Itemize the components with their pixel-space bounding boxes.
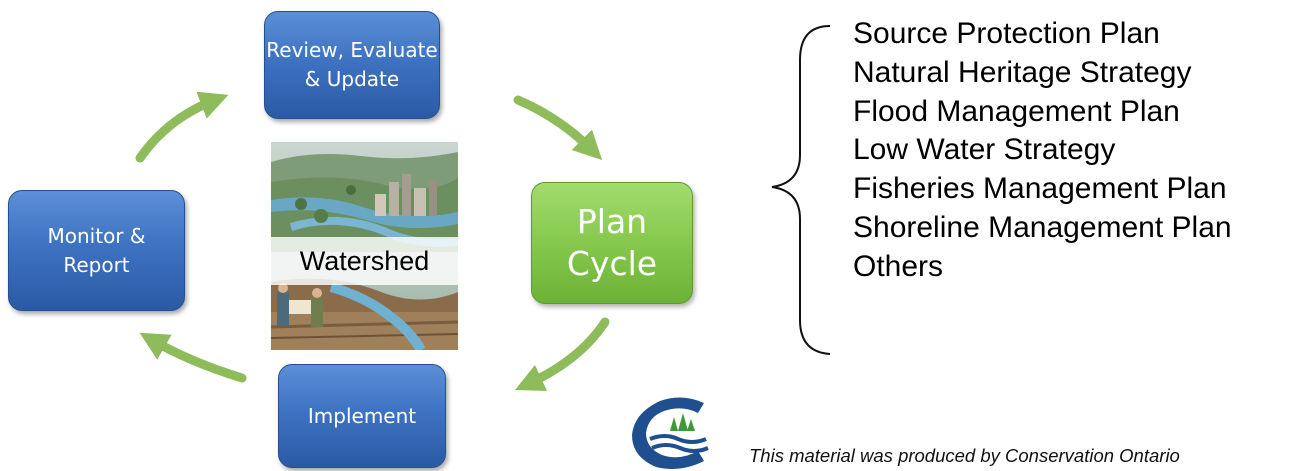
credit-text: This material was produced by Conservati… — [749, 445, 1180, 466]
arrow-implement-to-monitor — [139, 332, 247, 383]
review-evaluate-update-box: Review, Evaluate & Update — [264, 11, 440, 119]
list-item: Low Water Strategy — [853, 133, 1116, 167]
plan-list: Source Protection Plan Natural Heritage … — [853, 15, 1232, 287]
conservation-ontario-logo-icon — [632, 397, 709, 469]
list-item: Natural Heritage Strategy — [853, 55, 1192, 89]
list-item: Shoreline Management Plan — [853, 210, 1232, 244]
list-item: Flood Management Plan — [853, 94, 1180, 128]
arrow-plan-to-implement — [514, 317, 610, 392]
list-item: Source Protection Plan — [853, 17, 1160, 50]
arrow-monitor-to-review — [135, 91, 229, 163]
arrow-review-to-plan — [513, 95, 603, 161]
list-item: Fisheries Management Plan — [853, 172, 1227, 206]
monitor-report-box: Monitor & Report — [8, 190, 185, 311]
watershed-label: Watershed — [271, 237, 458, 285]
watershed-illustration: Watershed — [271, 142, 458, 350]
plan-cycle-box: Plan Cycle — [531, 182, 693, 304]
list-item: Others — [853, 249, 944, 283]
implement-box: Implement — [278, 364, 446, 468]
